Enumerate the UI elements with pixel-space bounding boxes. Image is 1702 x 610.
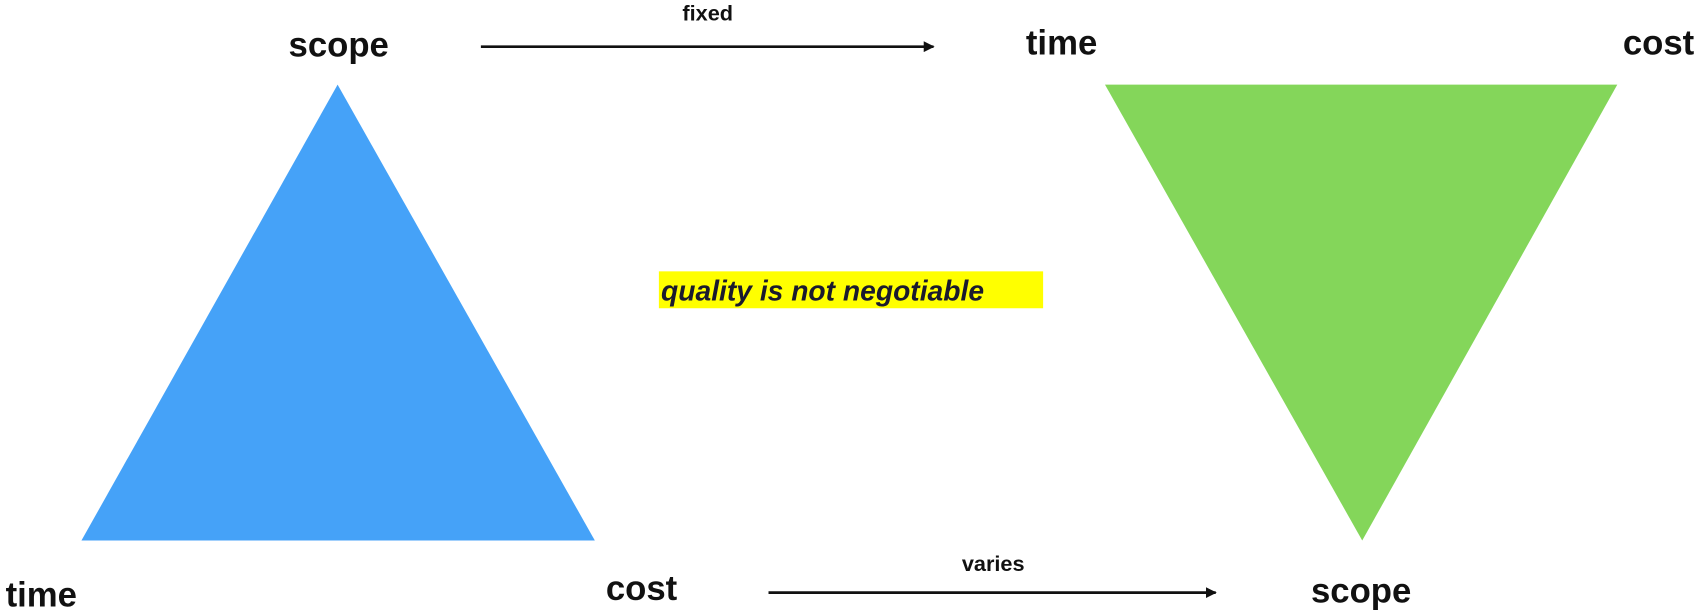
green-triangle	[1104, 84, 1618, 541]
varies-label: varies	[962, 551, 1025, 576]
note-highlight	[658, 271, 1044, 309]
right-cost-label: cost	[1623, 24, 1695, 62]
left-time-label: time	[6, 577, 77, 610]
quality-note: quality is not negotiable	[661, 275, 984, 307]
left-scope-label: scope	[289, 26, 389, 64]
right-time-label: time	[1026, 24, 1097, 62]
blue-triangle	[81, 84, 595, 541]
fixed-label: fixed	[682, 1, 733, 26]
left-cost-label: cost	[606, 570, 678, 608]
right-scope-label: scope	[1311, 572, 1411, 610]
